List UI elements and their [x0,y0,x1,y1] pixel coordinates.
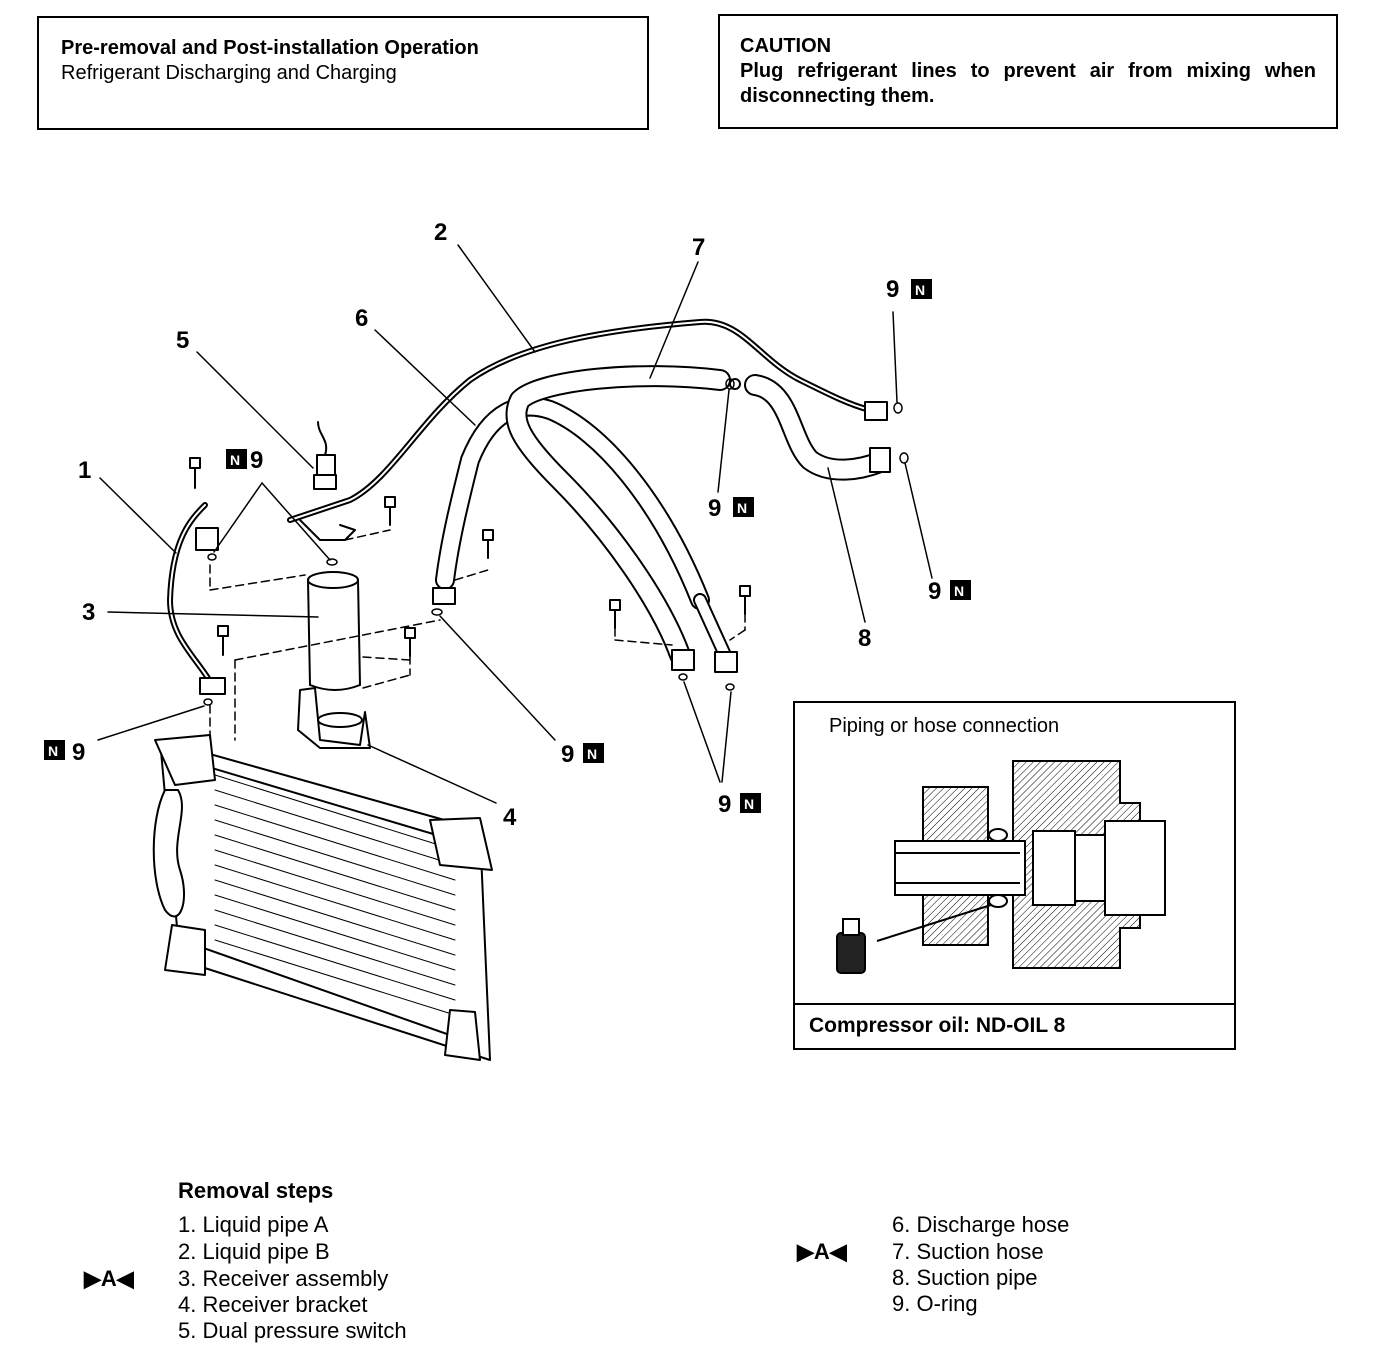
oring-callout-suction-pipe: 9 N [928,578,971,605]
callout-5: 5 [176,327,189,354]
removal-steps-title: Removal steps [178,1178,334,1203]
removal-step-1: 1. Liquid pipe A [178,1212,329,1237]
svg-text:N: N [744,796,754,812]
piping-connection-inset: Piping or hose connection [793,701,1236,1050]
removal-step-2: 2. Liquid pipe B [178,1239,330,1264]
svg-text:N: N [915,282,925,298]
svg-text:N: N [954,583,964,599]
removal-step-4: 4. Receiver bracket [178,1292,368,1317]
mounting-bolts [189,457,751,657]
removal-step-3: 3. Receiver assembly [178,1266,389,1291]
caution-text: Plug refrigerant lines to prevent air fr… [740,60,1316,107]
caution-box: CAUTION Plug refrigerant lines to preven… [718,14,1338,129]
oring-callout-near-switch: N 9 [226,447,263,474]
inset-title: Piping or hose connection [829,715,1060,737]
callout-7: 7 [692,234,705,261]
svg-text:9: 9 [561,741,574,768]
svg-text:9: 9 [718,791,731,818]
svg-text:9: 9 [708,495,721,522]
callout-6: 6 [355,305,368,332]
svg-text:9: 9 [928,578,941,605]
callout-1: 1 [78,457,91,484]
alignment-lines [209,529,746,741]
removal-step-6: 6. Discharge hose [892,1212,1070,1237]
svg-text:N: N [230,452,240,468]
discharge-hose [432,396,738,673]
oring-callout-top-right: 9 N [886,276,932,303]
suction-hose [505,365,741,671]
svg-text:9: 9 [72,739,85,766]
reassembly-marker-a-right: ▶A◀ [797,1239,847,1264]
callout-4: 4 [503,804,517,831]
removal-step-9: 9. O-ring [892,1291,978,1316]
removal-step-5: 5. Dual pressure switch [178,1318,407,1343]
removal-step-7: 7. Suction hose [892,1239,1044,1264]
svg-text:9: 9 [886,276,899,303]
svg-text:N: N [48,743,58,759]
callout-3: 3 [82,599,95,626]
receiver-assembly [297,571,371,749]
dual-pressure-switch [313,421,337,490]
compressor-oil-spec: Compressor oil: ND-OIL 8 [795,1003,1234,1048]
callout-8: 8 [858,625,871,652]
svg-text:N: N [587,746,597,762]
oring-callout-suction-hose: 9 N [708,495,754,522]
o-rings [203,378,909,706]
caution-title: CAUTION [740,35,832,57]
callout-2: 2 [434,219,447,246]
connection-cross-section [836,760,1166,974]
oring-callout-discharge: 9 N [561,741,604,768]
oring-callout-condenser: N 9 [44,739,85,766]
removal-step-8: 8. Suction pipe [892,1265,1038,1290]
suction-pipe [744,374,891,481]
reassembly-marker-a-left: ▶A◀ [84,1266,134,1291]
condenser [152,734,493,1061]
pre-removal-box: Pre-removal and Post-installation Operat… [37,16,649,130]
pre-removal-text: Refrigerant Discharging and Charging [61,62,397,84]
leader-lines [97,244,933,804]
svg-text:N: N [737,500,747,516]
oring-callout-bottom: 9 N [718,791,761,818]
svg-text:9: 9 [250,447,263,474]
pre-removal-title: Pre-removal and Post-installation Operat… [61,37,479,59]
